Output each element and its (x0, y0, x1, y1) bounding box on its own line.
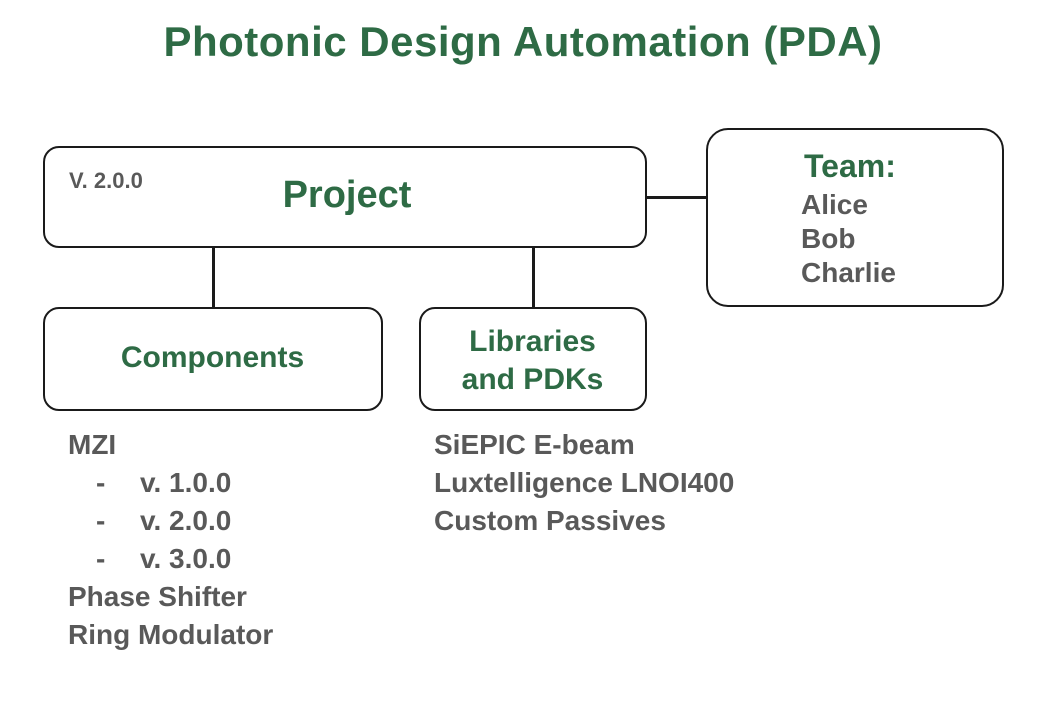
team-member-list: Alice Bob Charlie (801, 188, 896, 290)
component-item: Phase Shifter (68, 578, 273, 616)
component-version-label: v. 1.0.0 (140, 467, 232, 498)
components-node: Components (43, 307, 383, 411)
libraries-label-line2: and PDKs (461, 363, 604, 396)
project-components-connector (212, 248, 215, 307)
project-label: Project (282, 174, 412, 216)
library-item: SiEPIC E-beam (434, 429, 635, 460)
project-libraries-connector (532, 248, 535, 307)
libraries-label-line1: Libraries (469, 325, 596, 358)
project-version: V. 2.0.0 (69, 168, 143, 193)
dash-bullet-icon: - (96, 467, 106, 498)
team-member: Charlie (801, 257, 896, 288)
component-item-label: MZI (68, 429, 117, 460)
library-item: Custom Passives (434, 505, 666, 536)
component-version-label: v. 3.0.0 (140, 543, 232, 574)
component-item-label: Phase Shifter (68, 581, 247, 612)
components-label: Components (120, 341, 305, 374)
dash-bullet-icon: - (96, 505, 106, 536)
team-member: Bob (801, 223, 856, 254)
component-item-label: Ring Modulator (68, 619, 274, 650)
page-title: Photonic Design Automation (PDA) (163, 18, 883, 65)
team-node: Team: Alice Bob Charlie (706, 128, 1004, 307)
library-item: Luxtelligence LNOI400 (434, 467, 735, 498)
libraries-list: SiEPIC E-beam Luxtelligence LNOI400 Cust… (434, 426, 734, 540)
component-version-item: - v. 2.0.0 (68, 502, 273, 540)
project-team-connector (647, 196, 706, 199)
libraries-label: Libraries and PDKs (421, 323, 644, 399)
project-node: V. 2.0.0 Project (43, 146, 647, 248)
component-item: MZI (68, 426, 273, 464)
component-version-item: - v. 1.0.0 (68, 464, 273, 502)
component-version-item: - v. 3.0.0 (68, 540, 273, 578)
component-item: Ring Modulator (68, 616, 273, 654)
dash-bullet-icon: - (96, 543, 106, 574)
components-list: MZI - v. 1.0.0 - v. 2.0.0 - v. 3.0.0 Phase … (68, 426, 273, 654)
libraries-node: Libraries and PDKs (419, 307, 647, 411)
component-version-label: v. 2.0.0 (140, 505, 232, 536)
team-member: Alice (801, 189, 868, 220)
team-title: Team: (804, 148, 896, 184)
